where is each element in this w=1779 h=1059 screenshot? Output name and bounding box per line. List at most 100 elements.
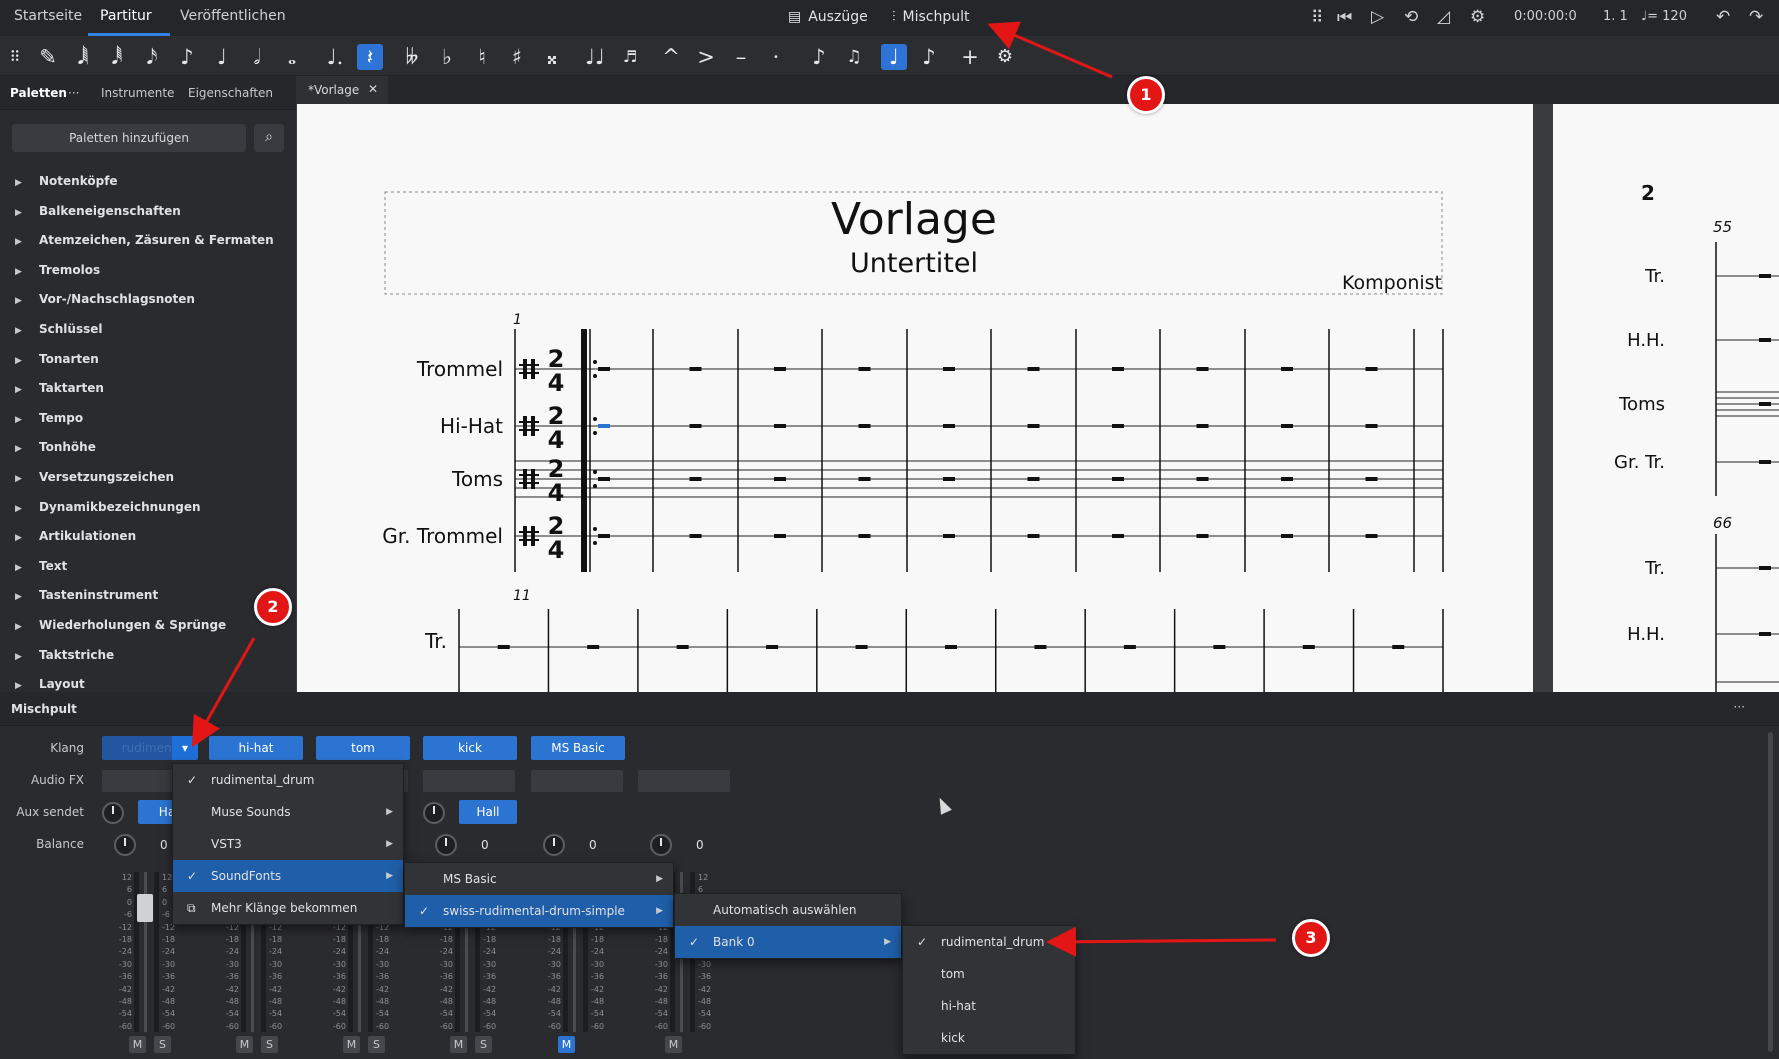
menu-item[interactable]: ⧉Mehr Klänge bekommen [173,892,403,924]
measure-rest[interactable] [1281,424,1293,428]
measure-rest[interactable] [858,424,871,428]
play-icon[interactable]: ▷ [1371,7,1385,27]
tenuto-icon[interactable]: – [735,45,747,69]
tab-eigenschaften[interactable]: Eigenschaften [188,86,274,100]
mixer-button[interactable]: ⫶ Mischpult [892,9,969,25]
measure-rest[interactable] [1196,367,1209,371]
duration-16th-icon[interactable]: 𝅘𝅥𝅯 [146,45,158,69]
sound-select-button[interactable]: MS Basic [531,736,625,760]
volume-fader-track[interactable] [251,872,254,1032]
marcato-icon[interactable]: ^ [662,45,680,69]
mute-button[interactable]: M [558,1036,575,1053]
measure-rest[interactable] [1196,477,1209,481]
palette-item[interactable]: ▶Vor-/Nachschlagsnoten [15,292,195,306]
volume-fader-track[interactable] [358,872,361,1032]
measure-rest[interactable] [1759,338,1771,342]
measure-rest[interactable] [1759,632,1771,636]
measure-rest[interactable] [689,477,702,481]
tab-paletten[interactable]: Paletten [10,86,67,100]
mute-button[interactable]: M [129,1036,146,1053]
slur-icon[interactable]: ♬ [622,47,638,66]
measure-rest[interactable] [1281,477,1293,481]
menu-item[interactable]: ✓swiss-rudimental-drum-simple▶ [405,895,673,927]
voice-2-icon[interactable]: ♪ [922,45,936,69]
rewind-icon[interactable]: ⏮ [1337,8,1353,28]
solo-button[interactable]: S [368,1036,385,1053]
flat-icon[interactable]: ♭ [442,45,452,69]
voice-1-icon[interactable]: ♩ [881,44,907,70]
measure-rest[interactable] [855,645,868,649]
mute-button[interactable]: M [665,1036,682,1053]
add-icon[interactable]: + [961,45,979,69]
measure-rest[interactable] [766,645,779,649]
measure-rest[interactable] [943,477,955,481]
measure-rest[interactable] [943,367,955,371]
palette-item[interactable]: ▶Dynamikbezeichnungen [15,500,201,514]
measure-rest[interactable] [774,477,786,481]
instrument-name[interactable]: Toms [451,467,503,491]
measure-rest[interactable] [1112,477,1124,481]
undo-icon[interactable]: ↶ [1716,7,1731,27]
solo-button[interactable]: S [475,1036,492,1053]
measure-rest[interactable] [689,367,702,371]
palette-item[interactable]: ▶Taktstriche [15,648,114,662]
measure-rest[interactable] [774,367,786,371]
mute-button[interactable]: M [343,1036,360,1053]
drag-handle-icon[interactable]: ⠿ [1311,8,1324,28]
menu-item[interactable]: kick [903,1022,1075,1054]
measure-rest[interactable] [676,645,689,649]
instrument-name[interactable]: Gr. Trommel [382,524,503,548]
augmentation-dot-icon[interactable]: ♩. [326,45,344,69]
audio-fx-slot[interactable] [531,770,623,792]
natural-icon[interactable]: ♮ [478,45,486,69]
instrument-name[interactable]: Trommel [416,357,503,381]
duration-quarter-icon[interactable]: ♩ [217,45,227,69]
drag-handle-icon[interactable]: ⠿ [9,48,21,66]
tab-startseite[interactable]: Startseite [14,8,83,24]
tab-partitur[interactable]: Partitur [100,8,152,24]
measure-rest[interactable] [689,424,702,428]
add-palettes-button[interactable]: Paletten hinzufügen [12,124,246,152]
sound-select-button[interactable]: hi-hat [209,736,303,760]
solo-button[interactable]: S [154,1036,171,1053]
measure-rest[interactable] [774,424,786,428]
tie-icon[interactable]: ♩♩ [585,45,605,69]
search-icon[interactable]: ⌕ [254,124,284,152]
palette-item[interactable]: ▶Layout [15,677,85,691]
measure-rest[interactable] [1027,367,1040,371]
menu-item[interactable]: VST3▶ [173,828,403,860]
double-sharp-icon[interactable]: 𝄪 [547,45,557,69]
measure-rest[interactable] [858,367,871,371]
palette-item[interactable]: ▶Taktarten [15,381,104,395]
palette-item[interactable]: ▶Tonhöhe [15,440,96,454]
tab-instrumente[interactable]: Instrumente [101,86,175,100]
mixer-more-icon[interactable]: ··· [1733,700,1745,714]
sound-select-button[interactable]: kick [423,736,517,760]
menu-item[interactable]: tom [903,958,1075,990]
palette-item[interactable]: ▶Text [15,559,67,573]
measure-rest[interactable] [1365,367,1378,371]
measure-rest[interactable] [1027,534,1040,538]
tuplet-icon[interactable]: ♫ [846,47,862,67]
menu-item[interactable]: MS Basic▶ [405,863,673,895]
redo-icon[interactable]: ↷ [1749,7,1764,27]
sharp-icon[interactable]: ♯ [511,45,523,69]
measure-rest[interactable] [1196,534,1209,538]
audio-fx-slot[interactable] [638,770,730,792]
instrument-name[interactable]: Hi-Hat [440,414,503,438]
palette-item[interactable]: ▶Schlüssel [15,322,103,336]
sound-select-button[interactable]: tom [316,736,410,760]
palette-item[interactable]: ▶Tremolos [15,263,100,277]
palette-item[interactable]: ▶Tempo [15,411,83,425]
metronome-icon[interactable]: ◿ [1437,7,1451,27]
measure-rest[interactable] [1213,645,1226,649]
measure-rest[interactable] [943,424,955,428]
volume-fader-handle[interactable] [137,894,153,922]
aux-send-knob[interactable] [102,802,124,824]
measure-rest[interactable] [943,534,955,538]
accent-icon[interactable]: > [697,45,715,69]
palette-item[interactable]: ▶Tasteninstrument [15,588,158,602]
loop-icon[interactable]: ⟲ [1404,7,1419,27]
mixer-scrollbar[interactable] [1768,732,1773,1052]
